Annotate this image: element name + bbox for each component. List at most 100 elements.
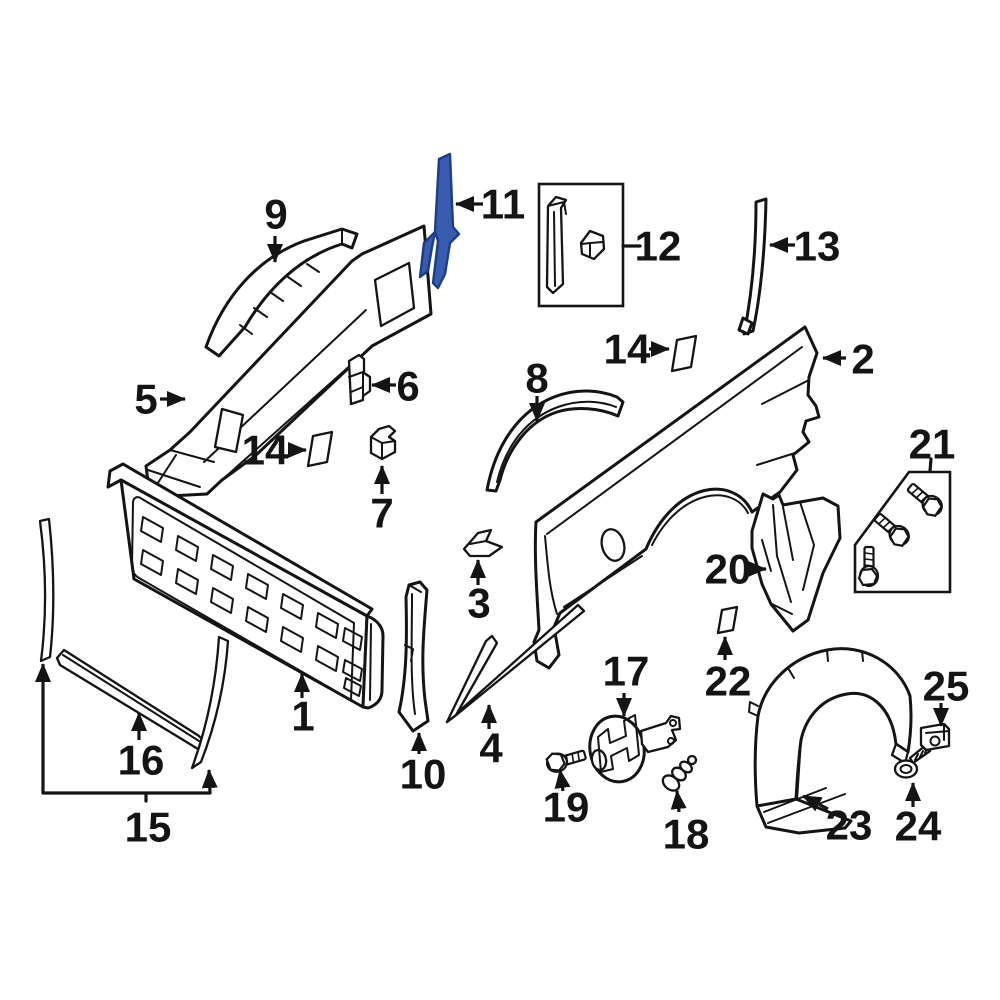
part-21-bolt-bottom (857, 545, 880, 588)
part-7-clip-drawing (369, 424, 397, 461)
part-11-body (431, 152, 461, 290)
part-11-flange (418, 230, 437, 279)
part-12-channel-lines (547, 201, 567, 287)
part-label-23: 23 (826, 802, 873, 849)
part-label-9: 9 (264, 191, 287, 238)
part-1-holes (140, 516, 363, 697)
part-23-arrow (802, 794, 829, 812)
part-2-creases (544, 346, 810, 615)
callout-arrows (35, 196, 949, 813)
part-label-12: 12 (635, 223, 682, 270)
part-label-10: 10 (400, 751, 447, 798)
part-14-patch-left (306, 430, 334, 468)
part-12-channel (545, 195, 568, 295)
part-11-highlighted-pillar-drawing (418, 152, 461, 290)
part-16-line (62, 654, 200, 742)
part-label-14-left: 14 (242, 427, 289, 474)
part-1-recess (131, 496, 355, 701)
part-8-arch-molding-drawing (485, 389, 625, 493)
part-18-arrow (670, 790, 687, 813)
part-24-head-inner (899, 764, 913, 774)
part-21-leader (928, 457, 933, 473)
part-14-patch-right (670, 334, 698, 373)
part-label-15: 15 (125, 804, 172, 851)
part-1-end-cap (361, 614, 385, 710)
part-21-bolt-top (902, 478, 947, 521)
part-7-lines (370, 436, 396, 460)
part-label-2: 2 (851, 336, 874, 383)
part-4-short-arm (445, 634, 499, 724)
part-label-16: 16 (118, 737, 165, 784)
part-label-11: 11 (481, 181, 525, 228)
part-5-lower-window (213, 407, 245, 454)
part-17-arm-hole-1 (669, 719, 677, 727)
part-25-hole (929, 735, 941, 747)
part-25-clip-drawing (919, 722, 951, 752)
part-20-bracket-drawing (750, 492, 842, 633)
part-2-quarter-panel-drawing (532, 316, 821, 670)
part-21-box (853, 470, 952, 594)
part-10-outline (397, 580, 430, 733)
part-4-strip-drawing (445, 603, 586, 724)
part-9-hatches (239, 228, 343, 335)
part-18-pin-drawing (661, 754, 698, 792)
part-label-19: 19 (543, 784, 590, 831)
part-19-bolt-drawing (543, 744, 589, 776)
part-2-arch-lip (651, 494, 749, 546)
part-label-14-right: 14 (604, 326, 651, 373)
part-6-bracket-drawing (347, 353, 372, 406)
part-20-outline (750, 492, 842, 633)
part-1-bed-panel-drawing (106, 462, 385, 710)
part-6-outline (347, 353, 372, 406)
part-label-4: 4 (479, 725, 503, 772)
part-12-clip-lines (581, 241, 604, 258)
part-2-fuel-hole (600, 528, 626, 562)
part-label-24: 24 (895, 803, 942, 850)
part-12-clip (579, 229, 606, 261)
part-label-21: 21 (909, 421, 956, 468)
part-19-arrow (554, 769, 571, 792)
part-3-line (469, 540, 487, 545)
part-17-cutout (597, 714, 640, 773)
part-15-right-strip (190, 635, 230, 770)
part-1-cap-crease (369, 623, 372, 701)
part-21-bolt-mid (869, 508, 914, 551)
part-5-upper-window (373, 261, 416, 328)
part-17-fuel-pocket-drawing (588, 714, 682, 784)
part-label-1: 1 (291, 693, 314, 740)
part-18-tip (686, 754, 698, 766)
part-3-outline (462, 528, 504, 558)
part-label-6: 6 (396, 363, 419, 410)
part-3-clip-drawing (462, 528, 504, 558)
part-21-bolt-kit-drawing (853, 470, 952, 594)
part-24-head (893, 759, 919, 779)
part-label-25: 25 (923, 663, 970, 710)
part-6-lines (348, 371, 371, 397)
part-12-kit-box-drawing (537, 182, 625, 308)
part-label-13: 13 (794, 223, 841, 270)
part-10-lines (404, 584, 422, 715)
part-23-liner-drawing (748, 647, 913, 835)
part-5-inner-panel-drawing (144, 224, 433, 499)
part-17-hinge-arm (639, 714, 682, 754)
part-15-bracket (41, 791, 212, 803)
part-20-lines (761, 501, 815, 615)
part-22-patch (716, 605, 739, 635)
part-23-outline (753, 647, 913, 811)
part-15-strips-drawing (38, 517, 230, 770)
part-5-ridges (147, 260, 373, 493)
part-13-strip-drawing (742, 197, 768, 336)
part-label-7: 7 (370, 490, 393, 537)
part-17-pocket (588, 714, 646, 784)
part-15-left-strip (38, 517, 55, 663)
part-label-8: 8 (525, 355, 548, 402)
part-15-right-riser (201, 769, 218, 794)
part-2-outline (532, 325, 821, 670)
part-label-20: 20 (705, 546, 752, 593)
part-16-strip-drawing (55, 648, 208, 751)
part-labels: 1 2 3 4 5 6 7 8 9 10 11 12 13 14 14 15 1… (118, 181, 970, 858)
part-label-17: 17 (603, 648, 650, 695)
part-8-crease (496, 400, 617, 483)
part-9-rail-drawing (204, 227, 359, 358)
part-label-5: 5 (134, 376, 157, 423)
